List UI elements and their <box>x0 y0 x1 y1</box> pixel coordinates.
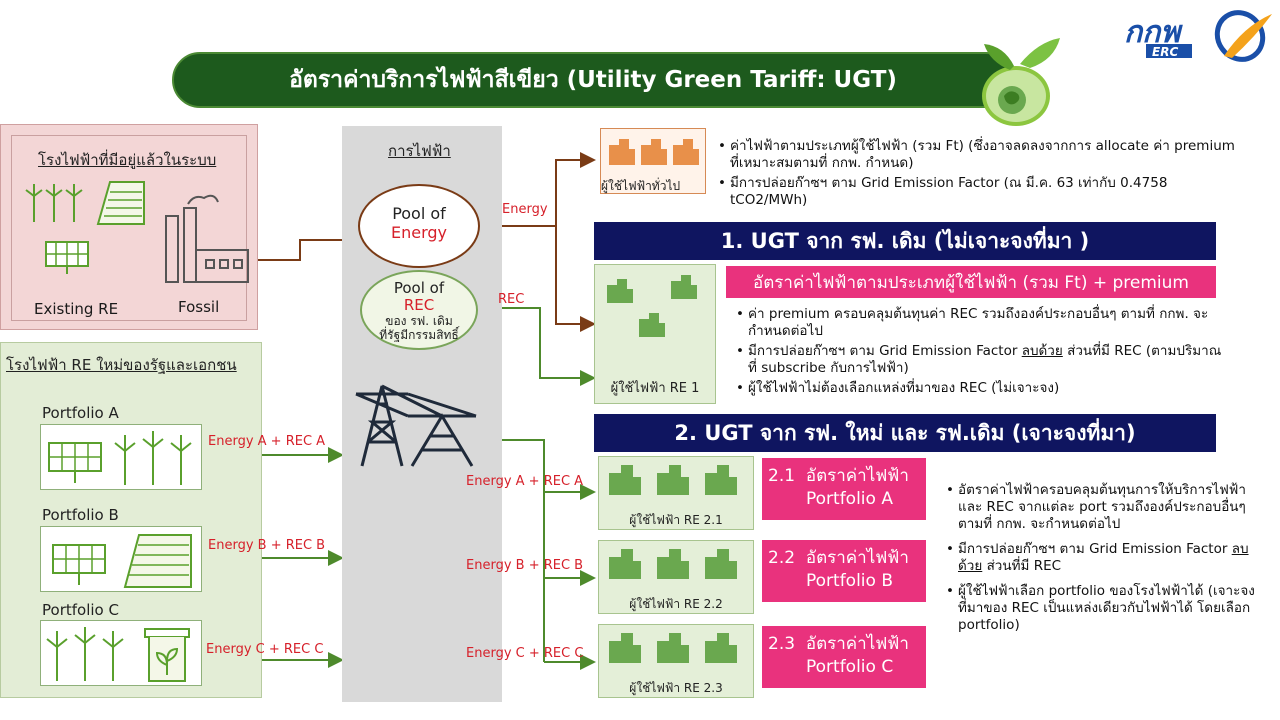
ugt2-bullet-3: ผู้ใช้ไฟฟ้าเลือก portfolio ของโรงไฟฟ้าได… <box>944 583 1264 634</box>
flow-label-a-right: Energy A + REC A <box>466 474 584 489</box>
ugt1-bullet-3: ผู้ใช้ไฟฟ้าไม่ต้องเลือกแหล่งที่มาของ REC… <box>734 380 1224 397</box>
ugt2-bullet-2: มีการปล่อยก๊าซฯ ตาม Grid Emission Factor… <box>944 541 1264 575</box>
general-consumer-box: ผู้ใช้ไฟฟ้าทั่วไป <box>600 128 706 194</box>
re23-buildings-icon <box>609 633 737 663</box>
dam-icon <box>92 178 148 230</box>
rate-2-3-line2: Portfolio C <box>806 657 894 677</box>
pool-rec-line4: ที่รัฐมีกรรมสิทธิ์ <box>379 328 459 342</box>
re23-consumer-box: ผู้ใช้ไฟฟ้า RE 2.3 <box>598 624 754 698</box>
rate-2-2-line1: อัตราค่าไฟฟ้า <box>805 548 909 568</box>
rate-2-2-line2: Portfolio B <box>806 571 894 591</box>
re1-consumer-box: ผู้ใช้ไฟฟ้า RE 1 <box>594 264 716 404</box>
ugt1-rate: อัตราค่าไฟฟ้าตามประเภทผู้ใช้ไฟฟ้า (รวม F… <box>726 266 1216 298</box>
solar-panel-icon <box>44 240 90 280</box>
re22-buildings-icon <box>609 549 737 579</box>
re22-consumer-box: ผู้ใช้ไฟฟ้า RE 2.2 <box>598 540 754 614</box>
general-bullet-1: ค่าไฟฟ้าตามประเภทผู้ใช้ไฟฟ้า (รวม Ft) (ซ… <box>716 138 1236 172</box>
rate-2-1-num: 2.1 <box>768 466 796 486</box>
rate-2-2-num: 2.2 <box>768 548 796 568</box>
existing-plants-inner <box>11 135 247 321</box>
existing-plants-panel <box>0 124 258 330</box>
pool-rec-line2: REC <box>403 296 435 314</box>
rate-2-3-line1: อัตราค่าไฟฟ้า <box>805 634 909 654</box>
flow-label-b-left: Energy B + REC B <box>208 538 326 553</box>
re1-consumer-label: ผู้ใช้ไฟฟ้า RE 1 <box>610 381 700 396</box>
rate-2-3: 2.3 อัตราค่าไฟฟ้า Portfolio C <box>762 626 926 688</box>
flow-label-c-right: Energy C + REC C <box>466 646 584 661</box>
re21-buildings-icon <box>609 465 737 495</box>
fossil-plant-icon <box>160 190 250 290</box>
building-icon <box>609 139 699 165</box>
ugt2-bullets: อัตราค่าไฟฟ้าครอบคลุมต้นทุนการให้บริการไ… <box>944 482 1264 637</box>
flow-label-b-right: Energy B + REC B <box>466 558 584 573</box>
green-globe-icon <box>960 34 1066 130</box>
page-title: อัตราค่าบริการไฟฟ้าสีเขียว (Utility Gree… <box>172 52 1014 108</box>
ugt2-bullet-2-pre: มีการปล่อยก๊าซฯ ตาม Grid Emission Factor <box>958 541 1228 557</box>
ugt1-bullet-2-ul: ลบด้วย <box>1021 343 1063 359</box>
pool-energy-line1: Pool of <box>392 204 446 223</box>
ugt1-bullet-1: ค่า premium ครอบคลุมต้นทุนค่า REC รวมถึง… <box>734 306 1224 340</box>
ugt1-bullets: ค่า premium ครอบคลุมต้นทุนค่า REC รวมถึง… <box>734 306 1224 400</box>
rate-2-1-line2: Portfolio A <box>806 489 893 509</box>
re21-consumer-box: ผู้ใช้ไฟฟ้า RE 2.1 <box>598 456 754 530</box>
ugt2-bullet-2-post: ส่วนที่มี REC <box>986 558 1062 574</box>
rate-2-3-num: 2.3 <box>768 634 796 654</box>
portfolio-b-box <box>40 526 202 592</box>
re1-buildings-icon <box>607 275 697 337</box>
ugt2-bullet-2-ul: ลบด้วย <box>958 541 1249 574</box>
pool-rec: Pool of REC ของ รฟ. เดิม ที่รัฐมีกรรมสิท… <box>360 270 478 350</box>
portfolio-b-icons <box>52 534 192 588</box>
portfolio-c-box <box>40 620 202 686</box>
fossil-label: Fossil <box>178 298 220 316</box>
general-bullets: ค่าไฟฟ้าตามประเภทผู้ใช้ไฟฟ้า (รวม Ft) (ซ… <box>716 138 1236 212</box>
ugt2-bullet-1: อัตราค่าไฟฟ้าครอบคลุมต้นทุนการให้บริการไ… <box>944 482 1264 533</box>
portfolio-c-label: Portfolio C <box>42 601 119 619</box>
ugt1-bullet-2: มีการปล่อยก๊าซฯ ตาม Grid Emission Factor… <box>734 343 1224 377</box>
portfolio-a-icons <box>48 431 192 485</box>
ugt1-bullet-2-post: ส่วนที่มี REC (ตามปริมาณที่ subscribe กั… <box>748 343 1222 376</box>
logo-sub-text: ERC <box>1152 45 1178 59</box>
general-consumer-label: ผู้ใช้ไฟฟ้าทั่วไป <box>601 179 681 193</box>
rate-2-1-line1: อัตราค่าไฟฟ้า <box>805 466 909 486</box>
portfolio-b-label: Portfolio B <box>42 506 119 524</box>
rate-2-1: 2.1 อัตราค่าไฟฟ้า Portfolio A <box>762 458 926 520</box>
pool-energy-line2: Energy <box>390 223 447 242</box>
general-bullet-2: มีการปล่อยก๊าซฯ ตาม Grid Emission Factor… <box>716 175 1236 209</box>
wind-turbine-icon <box>24 180 88 228</box>
transmission-tower-icon <box>352 376 492 472</box>
portfolio-c-icons <box>46 627 190 682</box>
pool-rec-line1: Pool of <box>393 279 445 297</box>
new-re-title: โรงไฟฟ้า RE ใหม่ของรัฐและเอกชน <box>6 356 237 374</box>
re23-consumer-label: ผู้ใช้ไฟฟ้า RE 2.3 <box>629 681 723 695</box>
flow-label-rec: REC <box>498 292 525 307</box>
portfolio-a-box <box>40 424 202 490</box>
flow-label-energy: Energy <box>502 202 548 217</box>
ugt2-banner: 2. UGT จาก รฟ. ใหม่ และ รฟ.เดิม (เจาะจงท… <box>594 414 1216 452</box>
existing-plants-title: โรงไฟฟ้าที่มีอยู่แล้วในระบบ <box>38 151 217 169</box>
erc-logo: กกพ ERC <box>1124 6 1274 62</box>
pool-energy: Pool of Energy <box>358 184 480 268</box>
re22-consumer-label: ผู้ใช้ไฟฟ้า RE 2.2 <box>629 597 723 611</box>
portfolio-a-label: Portfolio A <box>42 404 119 422</box>
utility-title: การไฟฟ้า <box>388 142 451 160</box>
ugt1-bullet-2-pre: มีการปล่อยก๊าซฯ ตาม Grid Emission Factor <box>748 343 1018 359</box>
re21-consumer-label: ผู้ใช้ไฟฟ้า RE 2.1 <box>629 513 723 527</box>
ugt1-banner: 1. UGT จาก รฟ. เดิม (ไม่เจาะจงที่มา ) <box>594 222 1216 260</box>
flow-label-a-left: Energy A + REC A <box>208 434 326 449</box>
existing-re-label: Existing RE <box>34 300 119 318</box>
flow-label-c-left: Energy C + REC C <box>206 642 324 657</box>
pool-rec-line3: ของ รฟ. เดิม <box>385 314 453 328</box>
rate-2-2: 2.2 อัตราค่าไฟฟ้า Portfolio B <box>762 540 926 602</box>
